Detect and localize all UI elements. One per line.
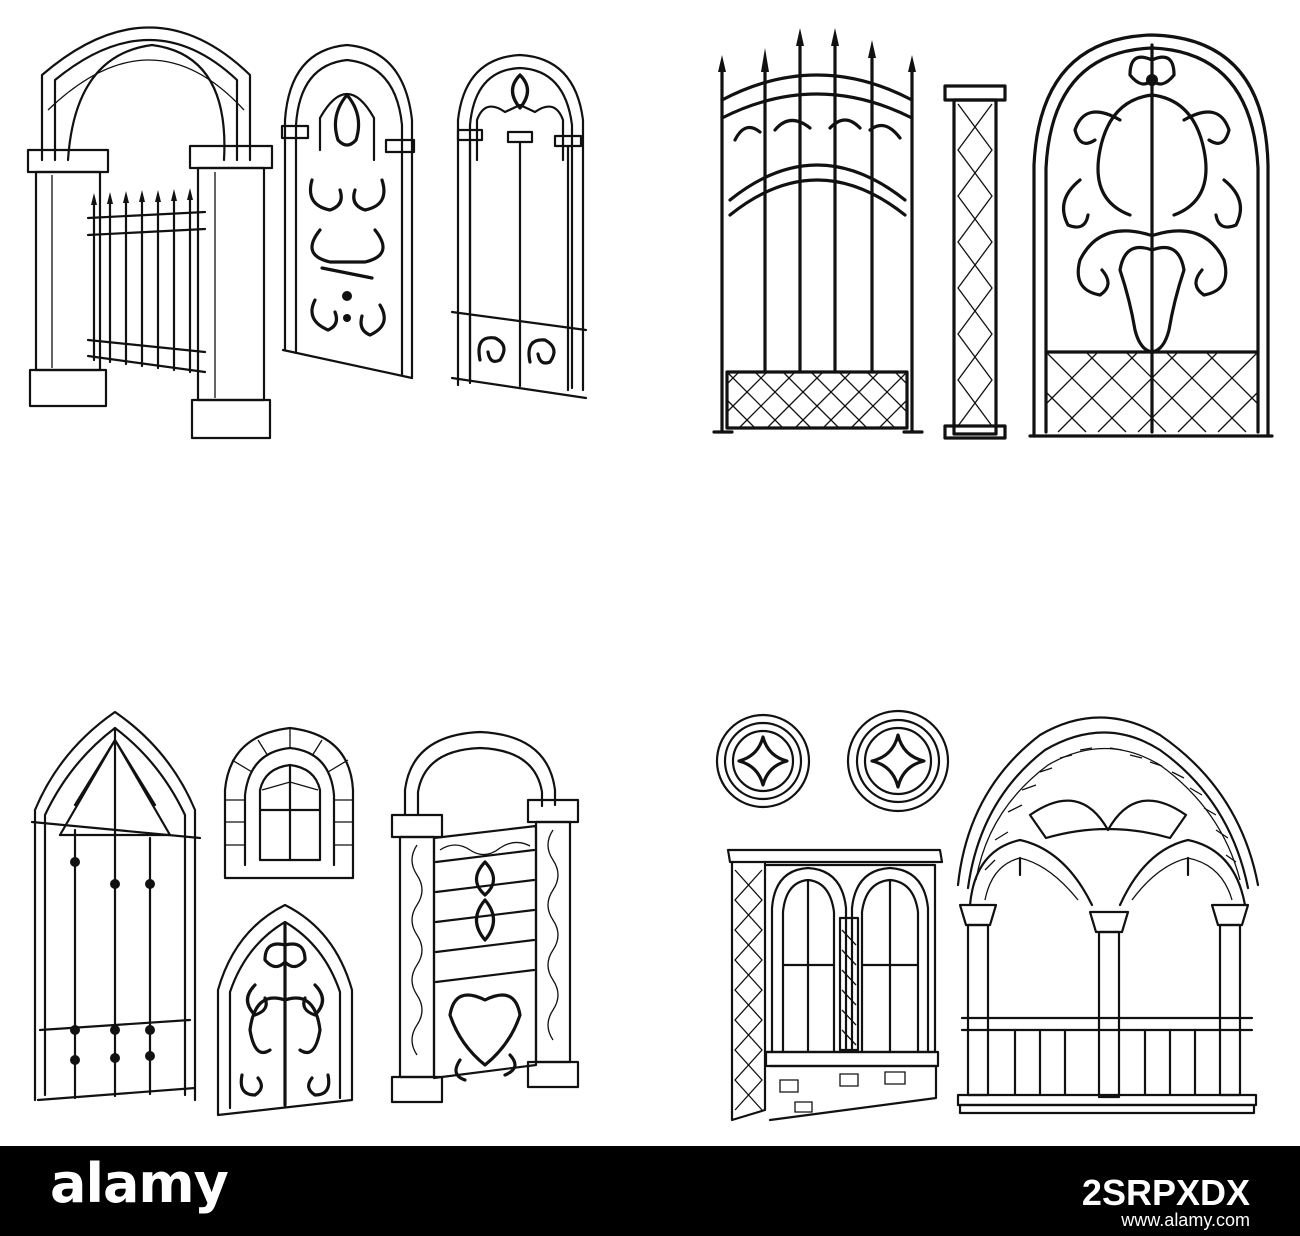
- stock-watermark-bar: alamy 2SRPXDX www.alamy.com: [0, 1146, 1300, 1236]
- capital-left: [958, 903, 998, 1097]
- scroll-arched-gate: [1028, 33, 1274, 438]
- gothic-arcade-balcony: [956, 716, 1260, 1115]
- scroll-gate-panel: [280, 43, 416, 380]
- spiked-iron-gate: [712, 28, 924, 434]
- gothic-barred-window: [30, 710, 202, 1102]
- image-id: 2SRPXDX: [1081, 1172, 1250, 1213]
- capital-right: [1210, 903, 1250, 1097]
- stone-arch-with-gate: [26, 26, 274, 440]
- lattice-pillar: [943, 84, 1007, 440]
- brand-logo: alamy: [50, 1152, 229, 1215]
- ornate-door-frame: [390, 730, 580, 1104]
- illustration: [26, 26, 1274, 1122]
- capital-center: [1088, 910, 1130, 1099]
- gothic-scroll-window: [216, 903, 354, 1117]
- twin-arch-window: [726, 848, 944, 1122]
- site-url: www.alamy.com: [1121, 1210, 1250, 1230]
- brick-arched-window: [223, 726, 355, 880]
- round-window-star: [846, 709, 950, 813]
- round-window-star: [715, 713, 811, 809]
- arched-bar-window: [450, 53, 588, 400]
